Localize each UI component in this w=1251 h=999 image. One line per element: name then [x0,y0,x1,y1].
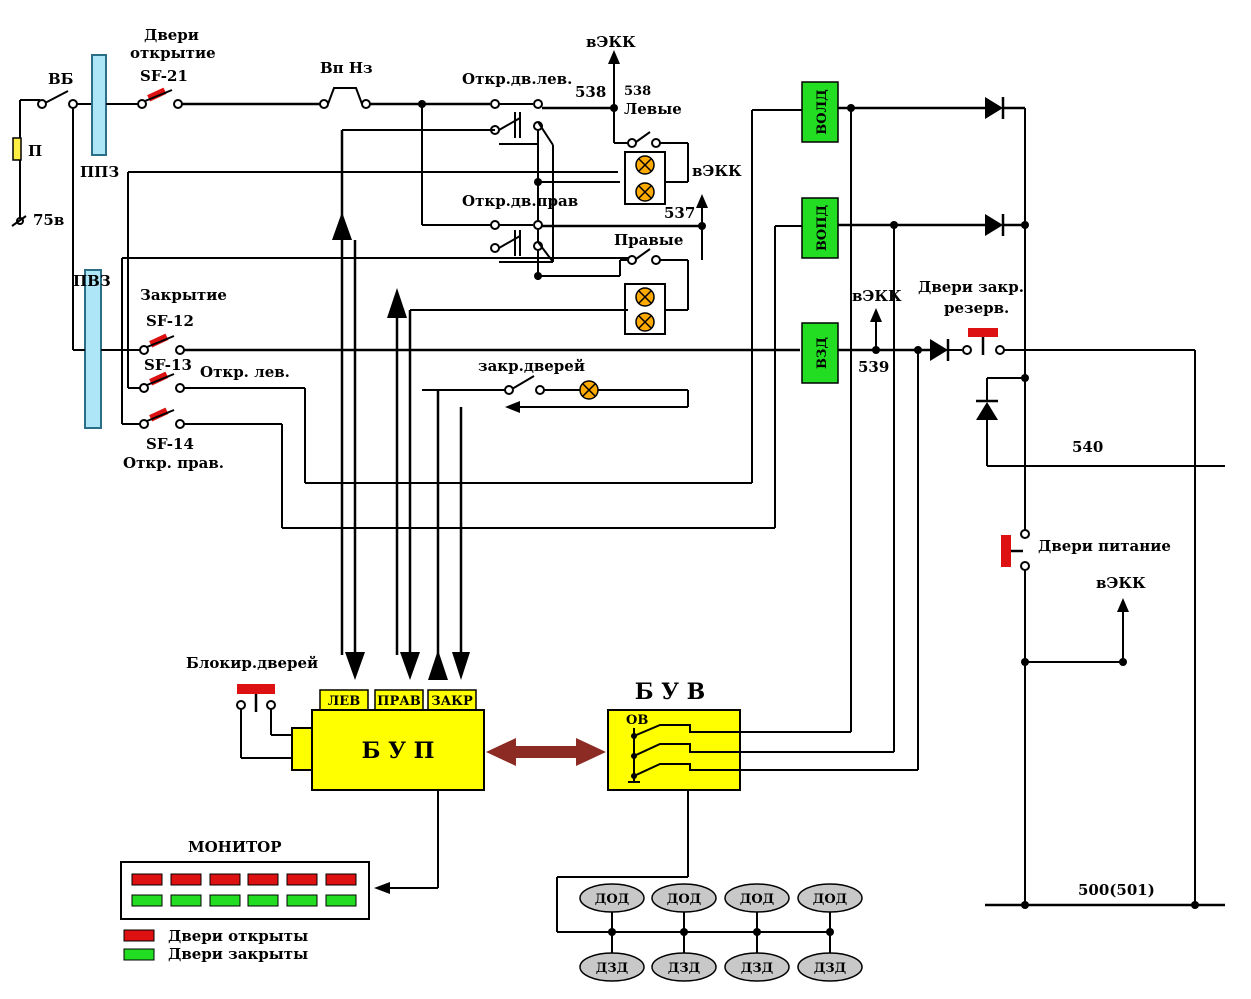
legend-open-label: Двери открыты [168,927,308,945]
label-pravye: Правые [614,231,683,249]
label-sf14: SF-14 [146,435,194,453]
schematic-labels: ВБ П 75в ППЗ ПВЗ Двери открытие SF-21 Вп… [28,26,1171,899]
label-zakr-dverey: закр.дверей [478,357,585,375]
fuse-p [12,137,22,161]
door-sensors: ДОД ДОД ДОД ДОД ДЗД ДЗД ДЗД ДЗД [579,883,863,982]
bup-tab-zakr-label: ЗАКР [431,694,473,709]
label-otkr-prav: Откр.дв.прав [462,192,578,210]
sensor-dzd-4 [797,952,863,982]
bup-main [311,709,485,791]
monitor-panel [120,861,370,920]
label-537: 537 [664,204,695,222]
left-lamps [613,108,689,205]
sensor-dzd-2 [651,952,717,982]
relay-vold-label: ВОЛД [815,89,830,134]
label-vekk-mid: вЭКК [692,162,742,180]
legend-open-swatch [123,929,155,942]
button-doors-power[interactable] [1001,535,1011,567]
label-vekk-top: вЭКК [586,33,636,51]
sensor-dzd-3 [724,952,790,982]
bus-pvz [84,269,102,429]
label-sf21: SF-21 [140,67,188,85]
sensor-dod-2 [651,883,717,913]
sensor-dzd-1 [579,952,645,982]
label-sf12: SF-12 [146,312,194,330]
label-doors-open-1: Двери [144,26,199,44]
label-dveri-zakr-2: резерв. [944,299,1009,317]
label-vb: ВБ [48,70,74,88]
label-dveri-zakr-1: Двери закр. [918,278,1024,296]
right-door-relay [490,194,708,280]
legend-closed-label: Двери закрыты [168,945,308,963]
label-otkr-lev: Откр.дв.лев. [462,70,572,88]
relay-vzd-label: ВЗД [815,337,830,369]
label-75v: 75в [33,211,64,229]
label-540: 540 [1072,438,1103,456]
relay-vopd [801,197,839,259]
label-538a: 538 [575,83,606,101]
label-ppz: ППЗ [80,163,119,181]
bus-ppz [91,54,107,156]
bup-signal-lines [332,129,628,680]
buv-main [607,709,741,791]
label-dveri-pitanie: Двери питание [1038,537,1171,555]
label-otkr-prav2: Откр. прав. [123,454,224,472]
relay-vzd [801,322,839,384]
label-vekk-539: вЭКК [852,287,902,305]
top-power-row [11,54,490,350]
sensor-dod-4 [797,883,863,913]
pvz-section [73,109,802,529]
label-sf13: SF-13 [144,356,192,374]
label-blokir: Блокир.дверей [186,654,318,672]
bup-label: Б У П [362,738,435,764]
buv-label: Б У В [635,679,706,705]
label-vekk-right: вЭКК [1096,574,1146,592]
label-p: П [28,142,42,160]
sensor-dzd-1-label: ДЗД [596,961,629,976]
sensor-dod-4-label: ДОД [813,892,847,907]
buv-ov-label: ОВ [626,713,648,728]
monitor-label: МОНИТОР [188,838,282,856]
bup-block: ЛЕВ ПРАВ ЗАКР Б У П [236,684,485,894]
label-otkr-lev2: Откр. лев. [200,363,290,381]
sensor-dzd-4-label: ДЗД [814,961,847,976]
sensor-dod-1 [579,883,645,913]
label-vp-nz: Вп Нз [320,59,373,77]
sensor-dod-2-label: ДОД [667,892,701,907]
sensor-dod-1-label: ДОД [595,892,629,907]
relays: ВОЛД ВОПД ВЗД [801,81,1225,909]
label-539: 539 [858,358,889,376]
sensor-dod-3-label: ДОД [740,892,774,907]
close-doors-contact [422,375,689,413]
legend-closed-swatch [123,948,155,961]
relay-vold [801,81,839,143]
relay-vopd-label: ВОПД [815,205,830,251]
label-500: 500(501) [1078,881,1155,899]
label-pvz: ПВЗ [73,272,111,290]
label-doors-open-2: открытие [130,44,216,62]
bup-tab-lev-label: ЛЕВ [328,694,360,709]
label-538b: 538 [624,84,651,99]
sensor-dzd-3-label: ДЗД [741,961,774,976]
label-levye: Левые [624,100,682,118]
button-close-reserve[interactable] [968,328,998,337]
bup-tab-prav-label: ПРАВ [377,694,421,709]
monitor: МОНИТОР Двери открыты Двери закрыты [120,838,370,963]
sensor-dod-3 [724,883,790,913]
sensor-dzd-2-label: ДЗД [668,961,701,976]
button-block-doors[interactable] [237,684,275,694]
right-lamps [619,248,689,335]
bup-buv-link-arrow [486,738,606,766]
label-zakrytie: Закрытие [140,286,227,304]
buv-block: Б У В ОВ [556,108,919,933]
